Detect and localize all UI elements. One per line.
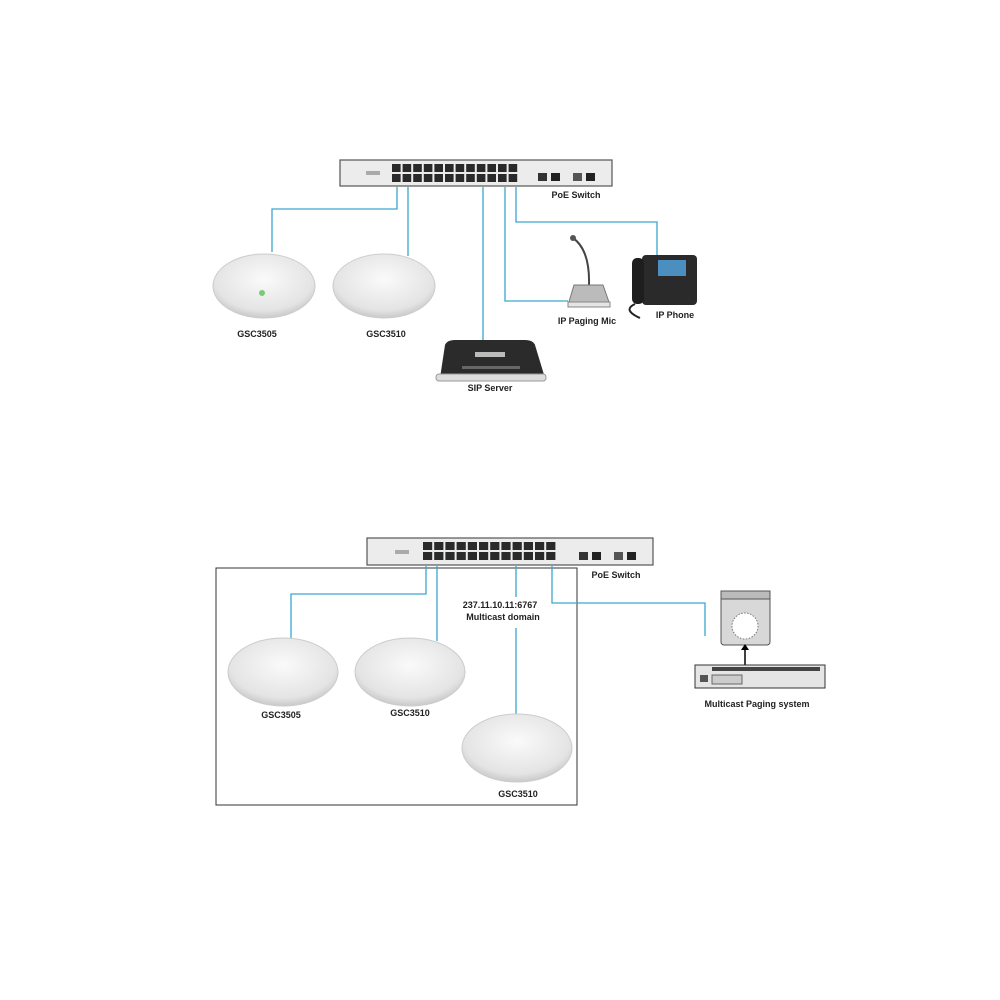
switch-port: [476, 164, 486, 172]
ip-phone-icon: [628, 255, 697, 319]
switch-port: [413, 164, 422, 172]
switch-port: [445, 174, 454, 182]
diagram-sip-topology: PoE Switch GSC3505 GSC3510 SIP Server: [212, 159, 697, 393]
switch-port: [434, 542, 444, 550]
poe-switch-label: PoE Switch: [591, 570, 640, 580]
switch-port: [512, 542, 522, 550]
switch-port: [512, 552, 522, 560]
switch-port: [434, 164, 443, 172]
switch-port: [455, 164, 465, 172]
wire-to-ip-phone: [515, 187, 658, 255]
switch-port: [413, 174, 422, 182]
ip-phone-label: IP Phone: [656, 310, 694, 320]
switch-port: [546, 542, 556, 550]
switch-port: [466, 164, 475, 172]
switch-port: [476, 174, 486, 182]
diagram-multicast-topology: PoE Switch 237.11.10.11:6767 Multicast d…: [215, 537, 826, 806]
poe-switch-device: [339, 159, 613, 187]
switch-port: [467, 542, 477, 550]
switch-port: [392, 174, 401, 182]
switch-port: [535, 552, 545, 560]
switch-port: [434, 174, 443, 182]
gsc3505-speaker-icon: [212, 253, 316, 319]
paging-speaker-icon: [720, 590, 771, 665]
switch-port: [546, 552, 556, 560]
switch-port: [479, 542, 489, 550]
switch-port: [535, 542, 545, 550]
switch-port: [508, 174, 518, 182]
switch-port: [479, 552, 489, 560]
paging-system-rack-icon: [694, 664, 826, 689]
paging-system-label: Multicast Paging system: [704, 699, 809, 709]
switch-port: [402, 164, 412, 172]
switch-port: [487, 174, 496, 182]
gsc3505-label: GSC3505: [237, 329, 277, 339]
multicast-domain-label: Multicast domain: [466, 612, 540, 622]
paging-mic-label: IP Paging Mic: [558, 316, 616, 326]
wire-to-gsc3505: [271, 187, 398, 252]
switch-port: [466, 174, 475, 182]
gsc3510-label: GSC3510: [366, 329, 406, 339]
switch-port: [456, 552, 466, 560]
poe-switch-device: [366, 537, 654, 566]
multicast-address-label: 237.11.10.11:6767: [463, 600, 538, 610]
switch-port: [501, 552, 511, 560]
switch-port: [498, 164, 507, 172]
switch-port: [392, 164, 401, 172]
gsc3510-label: GSC3510: [390, 708, 430, 718]
gsc3505-label: GSC3505: [261, 710, 301, 720]
switch-port: [455, 174, 465, 182]
wire-to-gsc3505: [290, 566, 427, 639]
wire-to-paging-system: [551, 566, 706, 636]
gsc3510-label: GSC3510: [498, 789, 538, 799]
switch-port: [423, 164, 433, 172]
switch-port: [423, 542, 433, 550]
gsc3510-speaker-icon: [332, 253, 436, 319]
paging-mic-icon: [567, 235, 611, 308]
switch-port: [423, 552, 433, 560]
multicast-domain-box: [215, 567, 578, 806]
wire-to-paging-mic: [504, 187, 568, 302]
switch-port: [402, 174, 412, 182]
switch-port: [445, 542, 455, 550]
poe-switch-label: PoE Switch: [551, 190, 600, 200]
switch-port: [445, 164, 454, 172]
sip-server-label: SIP Server: [468, 383, 513, 393]
switch-port: [456, 542, 466, 550]
switch-port: [508, 164, 518, 172]
switch-port: [423, 174, 433, 182]
switch-port: [501, 542, 511, 550]
switch-port: [523, 542, 533, 550]
switch-port: [487, 164, 496, 172]
switch-port: [523, 552, 533, 560]
switch-port: [467, 552, 477, 560]
switch-port: [445, 552, 455, 560]
gsc3510-speaker-icon: [461, 713, 573, 783]
gsc3505-speaker-icon: [227, 637, 339, 707]
gsc3510-speaker-icon: [354, 637, 466, 707]
switch-port: [434, 552, 444, 560]
switch-port: [490, 542, 500, 550]
sip-server-icon: [435, 340, 547, 382]
switch-port: [498, 174, 507, 182]
switch-port: [490, 552, 500, 560]
